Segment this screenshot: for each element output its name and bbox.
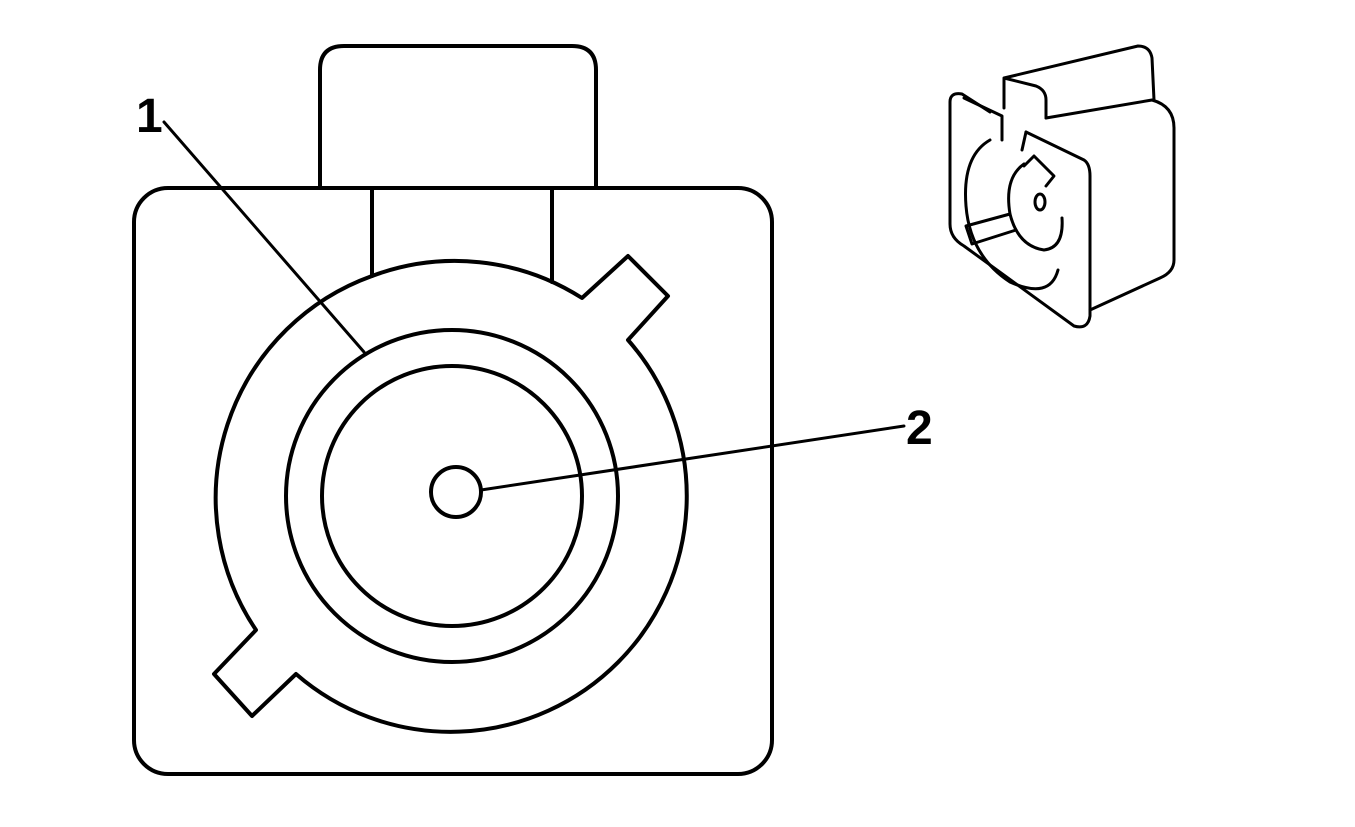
iso-socket-ring xyxy=(1007,162,1064,252)
terminal-pin xyxy=(429,465,483,519)
latch-tab xyxy=(318,44,598,190)
leader-line-2 xyxy=(479,424,906,492)
iso-flange-edge xyxy=(962,96,1028,152)
iso-socket xyxy=(964,138,1060,291)
connector-isometric-view xyxy=(948,44,1176,329)
callout-label-1: 1 xyxy=(136,90,163,143)
latch-stem xyxy=(370,186,554,284)
connector-body xyxy=(132,186,774,776)
keyed-outer-ring xyxy=(212,254,689,734)
inner-bore xyxy=(320,364,584,628)
iso-pin xyxy=(1033,192,1047,212)
iso-latch-block xyxy=(1002,44,1156,120)
callout-label-2: 2 xyxy=(906,402,933,455)
connector-front-view xyxy=(132,44,774,776)
leader-line-1 xyxy=(162,120,366,354)
iso-front-flange xyxy=(948,92,1092,329)
iso-key-rib xyxy=(964,212,1018,246)
seal-ring xyxy=(284,328,620,664)
iso-key-notch xyxy=(1022,154,1056,188)
iso-back-body xyxy=(1044,98,1176,312)
